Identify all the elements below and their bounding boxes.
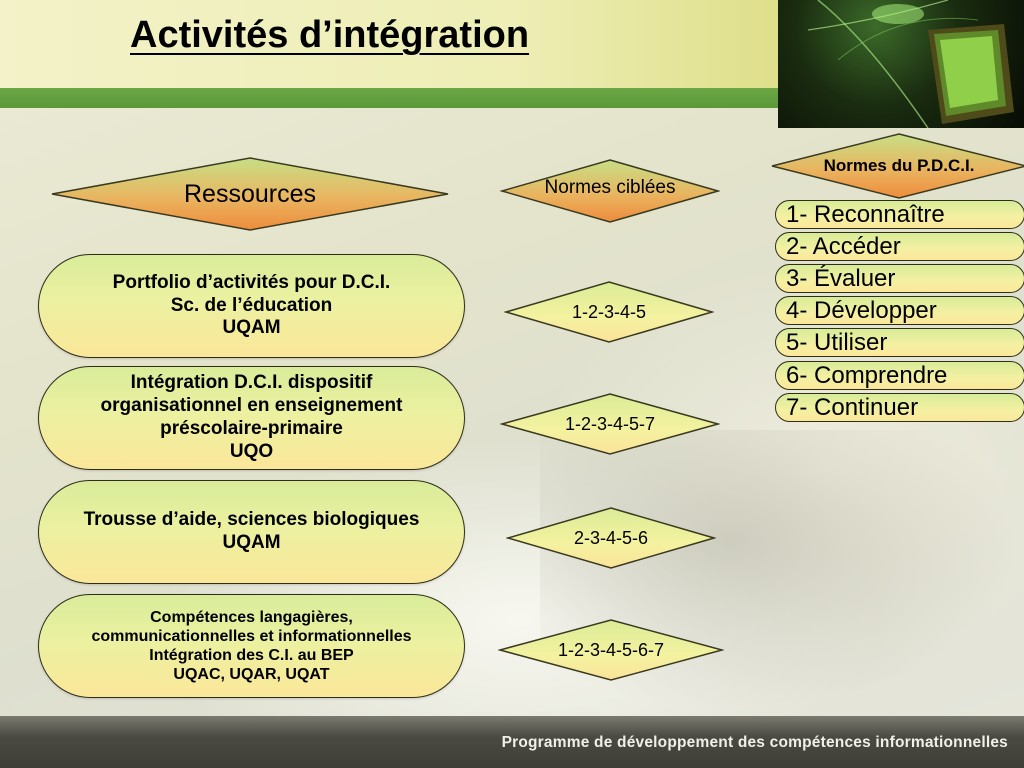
targeted-norms-label: 1-2-3-4-5-7 xyxy=(564,413,656,434)
targeted-norms-diamond: 1-2-3-4-5 xyxy=(504,280,714,344)
resource-item: Intégration D.C.I. dispositif organisati… xyxy=(38,366,465,470)
resource-item: Portfolio d’activités pour D.C.I. Sc. de… xyxy=(38,254,465,358)
resources-header-label: Ressources xyxy=(184,179,316,208)
targeted-norms-diamond: 1-2-3-4-5-6-7 xyxy=(498,618,724,682)
resource-line: Compétences langagières, xyxy=(150,608,353,626)
targeted-norms-label: 2-3-4-5-6 xyxy=(573,527,649,548)
resource-line: UQAC, UQAR, UQAT xyxy=(173,666,330,684)
corner-book-image xyxy=(778,0,1024,128)
footer-program-name: Programme de développement des compétenc… xyxy=(501,734,1008,751)
pdci-norms-header-diamond: Normes du P.D.C.I. xyxy=(770,132,1024,200)
resource-line: organisationnel en enseignement xyxy=(100,395,403,417)
pdci-norm-item: 2- Accéder xyxy=(775,232,1024,261)
resources-header-diamond: Ressources xyxy=(50,156,450,232)
resource-line: Intégration des C.I. au BEP xyxy=(149,647,354,664)
targeted-norms-label: 1-2-3-4-5 xyxy=(571,301,647,322)
resource-line: Trousse d’aide, sciences biologiques xyxy=(83,509,420,531)
resource-line: UQAM xyxy=(222,317,281,339)
pdci-norm-item: 7- Continuer xyxy=(775,393,1024,422)
pdci-norm-item: 4- Développer xyxy=(775,296,1024,325)
pdci-norm-item: 5- Utiliser xyxy=(775,328,1024,357)
resource-line: Sc. de l’éducation xyxy=(170,294,333,316)
targeted-norms-diamond: 2-3-4-5-6 xyxy=(506,506,716,570)
resource-item: Compétences langagières, communicationne… xyxy=(38,594,465,698)
resource-line: préscolaire-primaire xyxy=(160,418,343,439)
pdci-norm-item: 3- Évaluer xyxy=(775,264,1024,293)
pdci-norm-item: 1- Reconnaître xyxy=(775,200,1024,229)
green-divider-bar xyxy=(0,88,1024,108)
resource-line: Intégration D.C.I. dispositif xyxy=(130,372,373,394)
pdci-norm-item: 6- Comprendre xyxy=(775,361,1024,390)
resource-line: communicationnelles et informationnelles xyxy=(91,627,412,645)
targeted-norms-header-label: Normes ciblées xyxy=(544,177,676,198)
footer-bar xyxy=(0,716,1024,768)
targeted-norms-diamond: 1-2-3-4-5-7 xyxy=(500,392,720,456)
targeted-norms-header-diamond: Normes ciblées xyxy=(500,158,720,224)
resource-line: UQAM xyxy=(222,532,281,553)
pdci-norms-header-label: Normes du P.D.C.I. xyxy=(823,156,975,175)
targeted-norms-label: 1-2-3-4-5-6-7 xyxy=(557,639,665,660)
resource-line: Portfolio d’activités pour D.C.I. xyxy=(112,271,391,293)
resource-line: UQO xyxy=(229,440,274,462)
resource-item: Trousse d’aide, sciences biologiques UQA… xyxy=(38,480,465,584)
slide-title: Activités d’intégration xyxy=(130,14,530,56)
